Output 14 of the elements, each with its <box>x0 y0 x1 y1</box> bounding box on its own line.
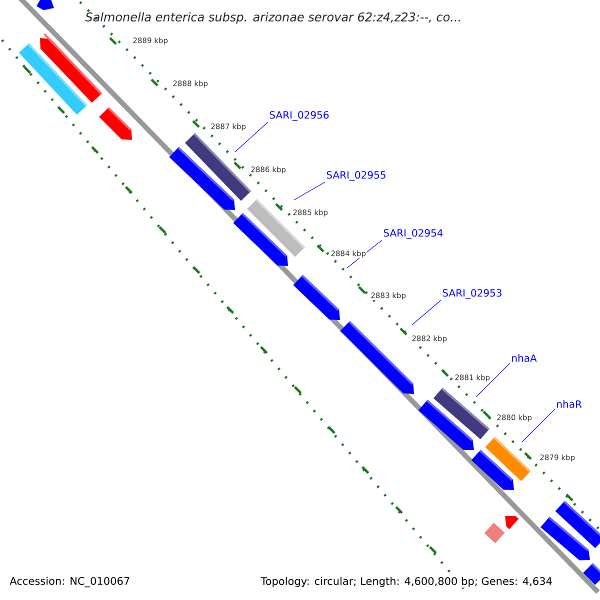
leader-line <box>294 182 326 200</box>
gene-label: nhaR <box>557 400 582 408</box>
footer-text: Accession: NC_010067 <box>9 576 131 588</box>
leader-line <box>234 122 268 152</box>
gene-label: SARI_02955 <box>326 171 386 181</box>
footer-text: Topology: circular; Length: 4,600,800 bp; Genes: 4,634 <box>260 576 553 588</box>
gene-label: nhaA <box>512 354 537 362</box>
leader-line <box>412 300 442 326</box>
leader-line <box>522 408 556 442</box>
gene-label: SARI_02953 <box>442 289 502 299</box>
gene-label: SARI_02954 <box>384 229 443 239</box>
leader-line <box>476 362 510 398</box>
gene-label: SARI_02956 <box>270 111 329 121</box>
title: Salmonella enterica subsp. arizonae serovar 62:z4,z23:--, co... <box>85 12 460 24</box>
